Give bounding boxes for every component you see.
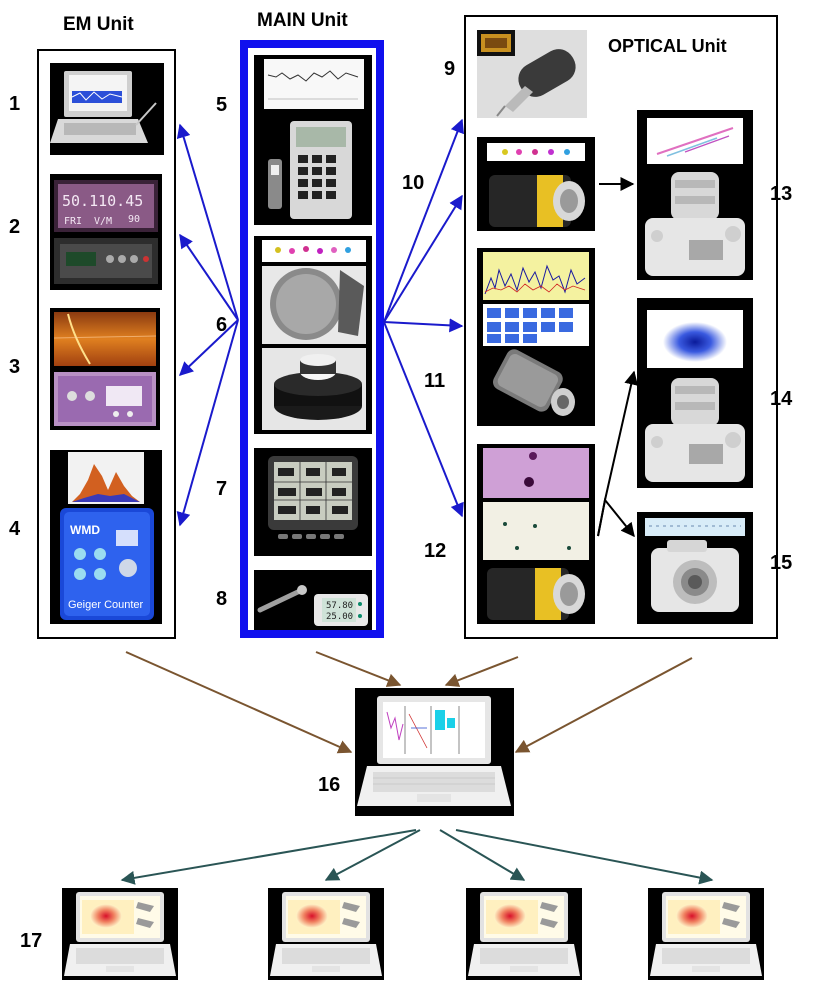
- client-laptop-17b: [268, 888, 384, 980]
- arrow-6-to-1: [176, 123, 239, 321]
- client-laptop-17d: [648, 888, 764, 980]
- arrow-6-to-3: [178, 319, 239, 376]
- optical-photo-10-spectrum-camera: [477, 137, 595, 231]
- label-13: 13: [770, 183, 793, 205]
- p2-reading-main: 50.110.45: [62, 192, 143, 210]
- label-9: 9: [444, 58, 456, 80]
- main-unit-title: MAIN Unit: [257, 10, 348, 31]
- em-photo-4-geiger-counter: WMD Geiger Counter: [50, 450, 162, 624]
- label-11: 11: [424, 370, 446, 392]
- arrow-optical-mid-to-16: [444, 656, 519, 687]
- arrow-16-to-17a: [120, 829, 417, 885]
- p8-reading-1: 57.80: [326, 601, 353, 611]
- arrow-6-to-2: [179, 233, 239, 321]
- client-laptop-17c: [466, 888, 582, 980]
- label-14: 14: [770, 388, 793, 410]
- label-2: 2: [9, 216, 21, 238]
- p8-reading-2: 25.00: [326, 612, 353, 622]
- optical-photo-12-star-images-camera: [477, 444, 595, 624]
- optical-photo-14-dslr-blob: [637, 298, 753, 488]
- label-15: 15: [770, 552, 793, 574]
- label-3: 3: [9, 356, 21, 378]
- em-unit-title: EM Unit: [63, 14, 134, 35]
- arrow-em-to-16: [125, 651, 353, 754]
- arrow-6-to-4: [176, 319, 239, 527]
- arrow-16-to-17c: [439, 829, 526, 881]
- p2-reading-day: FRI: [64, 216, 82, 227]
- optical-photo-13-dslr-spectrum: [637, 110, 753, 280]
- arrow-16-to-17b: [324, 829, 421, 881]
- optical-photo-15-compact-camera: [637, 512, 753, 624]
- client-laptop-17a: [62, 888, 178, 980]
- arrow-16-to-17d: [455, 829, 714, 885]
- label-17: 17: [20, 930, 43, 952]
- arrow-6-to-11: [383, 318, 464, 333]
- optical-unit-title: OPTICAL Unit: [608, 36, 727, 56]
- main-photo-8-probe-readout: 57.80 25.00: [254, 570, 372, 630]
- p2-reading-unit: V/M: [94, 216, 112, 227]
- main-photo-5-chart-and-keypad-meter: [254, 55, 372, 225]
- label-8: 8: [216, 588, 228, 610]
- optical-photo-9-telescope-camera: [477, 30, 587, 118]
- label-16: 16: [318, 774, 341, 796]
- p2-reading-sub: 90: [128, 214, 140, 225]
- em-photo-3-spectrogram-receiver: [50, 308, 160, 430]
- em-photo-2-field-meter: 50.110.45 90 FRI V/M: [50, 174, 162, 290]
- main-photo-7-weather-station: [254, 448, 372, 556]
- label-4: 4: [9, 518, 21, 540]
- blue-arrows-to-em: [176, 123, 239, 527]
- label-6: 6: [216, 314, 228, 336]
- main-photo-6-all-sky-sensor: [254, 236, 372, 434]
- label-5: 5: [216, 94, 228, 116]
- label-10: 10: [402, 172, 425, 194]
- arrow-6-to-10: [383, 194, 463, 323]
- arrow-6-to-9: [383, 118, 464, 323]
- label-12: 12: [424, 540, 447, 562]
- label-7: 7: [216, 478, 228, 500]
- p4-device-name: Geiger Counter: [68, 599, 144, 611]
- arrow-optical-right-to-16: [514, 657, 693, 753]
- central-laptop-16: [355, 688, 514, 816]
- em-photo-1-rugged-laptop: [50, 63, 164, 155]
- label-1: 1: [9, 93, 21, 115]
- arrow-6-to-12: [383, 321, 464, 518]
- p4-brand-logo: WMD: [70, 523, 100, 537]
- optical-photo-11-analysis-camera: [477, 248, 595, 426]
- teal-arrows-to-clients: [120, 829, 714, 885]
- arrow-main-to-16: [315, 651, 402, 687]
